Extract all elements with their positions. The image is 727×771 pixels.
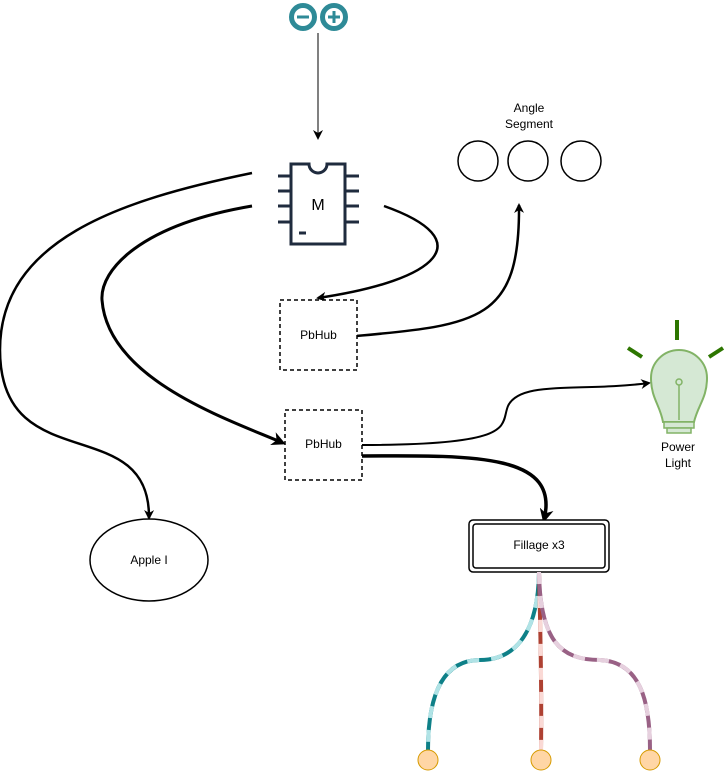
connector-1[interactable]: [417, 749, 439, 771]
chip-label: M: [311, 197, 324, 214]
chip-to-pbhub-mid-edge: [100, 204, 286, 446]
pbhub-top-node[interactable]: [279, 299, 358, 371]
arduino-logo-icon: [289, 3, 348, 31]
power-light-label-line2: Light: [665, 456, 692, 470]
pbhub-top-label: PbHub: [300, 328, 337, 342]
angle-segment-label-line2: Segment: [505, 117, 554, 131]
connector-3[interactable]: [639, 749, 661, 771]
angle-segment-circle-2[interactable]: [507, 140, 549, 182]
pbhub-mid-to-power-light-edge: [361, 379, 651, 446]
wire-teal: [426, 571, 541, 751]
connector-2[interactable]: [530, 749, 552, 771]
chip-to-pbhub-top-edge: [316, 204, 439, 302]
wire-purple: [537, 571, 652, 751]
pbhub-mid-to-fillage-edge: [361, 454, 554, 523]
apple-label: Apple I: [130, 553, 167, 567]
power-light-label-line1: Power: [661, 440, 695, 454]
apple-node[interactable]: [89, 518, 209, 602]
pbhub-mid-label: PbHub: [305, 437, 342, 451]
pbhub-top-to-angle-segment-edge: [355, 203, 525, 338]
lightbulb-icon: [626, 320, 725, 434]
pbhub-mid-node[interactable]: [284, 409, 363, 481]
angle-segment-circle-3[interactable]: [560, 140, 602, 182]
fillage-label: Fillage x3: [513, 538, 565, 552]
angle-segment-circle-1[interactable]: [457, 140, 499, 182]
microchip-icon: [278, 162, 359, 246]
angle-segment-label-line1: Angle: [514, 101, 545, 115]
chip-to-apple-edge: [0, 171, 253, 520]
